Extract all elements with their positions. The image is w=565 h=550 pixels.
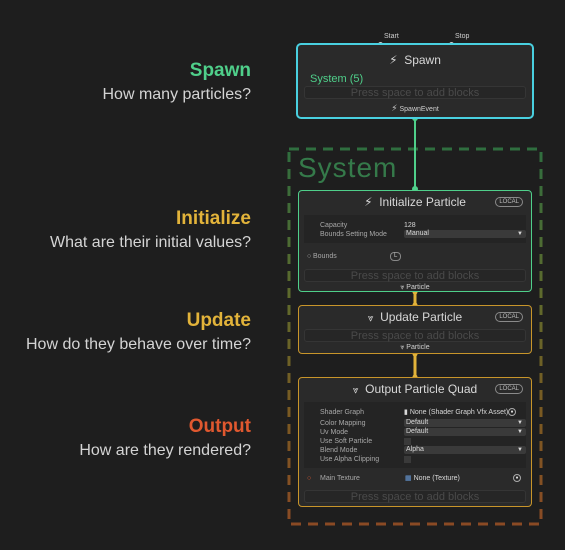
lightning-icon: ⚡︎ xyxy=(391,103,398,113)
capacity-row: Capacity 128 xyxy=(304,221,526,230)
stage-question: How many particles? xyxy=(102,86,252,103)
color-mapping-label: Color Mapping xyxy=(320,420,366,427)
shader-graph-label: Shader Graph xyxy=(320,409,364,416)
particle-out-port[interactable]: ⩔ Particle xyxy=(299,284,531,292)
stop-port-label: Stop xyxy=(455,33,470,40)
initialize-particle-node[interactable]: ⚡︎ Initialize Particle LOCAL Capacity 12… xyxy=(298,190,532,292)
alpha-clipping-label: Use Alpha Clipping xyxy=(320,456,380,463)
texture-icon: ▦ xyxy=(405,475,412,482)
color-mapping-row: Color Mapping Default ▼ xyxy=(304,419,526,428)
output-particle-quad-node[interactable]: ⩔ Output Particle Quad LOCAL Shader Grap… xyxy=(298,377,532,507)
spawn-event-port[interactable]: ⚡︎ SpawnEvent xyxy=(298,103,532,114)
particle-port-label: Particle xyxy=(406,284,430,291)
stage-update: Update How do they behave over time? xyxy=(26,310,251,356)
alpha-clipping-checkbox[interactable] xyxy=(404,456,411,463)
spawn-title-text: Spawn xyxy=(404,53,441,67)
particle-out-port[interactable]: ⩔ Particle xyxy=(299,344,531,352)
add-block-bar[interactable]: Press space to add blocks xyxy=(304,269,526,282)
add-block-bar[interactable]: Press space to add blocks xyxy=(304,329,526,342)
bounds-mode-label: Bounds Setting Mode xyxy=(320,231,387,238)
spawn-node[interactable]: ⚡︎ Spawn System (5) Press space to add b… xyxy=(296,43,534,119)
node-settings: Shader Graph ▮ None (Shader Graph Vfx As… xyxy=(304,402,526,468)
system-title: System xyxy=(298,152,398,183)
uv-mode-dropdown[interactable]: Default ▼ xyxy=(404,428,526,436)
node-title: Update Particle xyxy=(380,310,463,324)
particle-icon: ⩔ xyxy=(352,385,359,396)
shader-graph-row: Shader Graph ▮ None (Shader Graph Vfx As… xyxy=(304,408,526,419)
port-circle-icon[interactable]: ○ xyxy=(307,253,312,260)
local-badge[interactable]: LOCAL xyxy=(495,197,523,207)
document-icon: ▮ xyxy=(404,409,408,416)
update-particle-node[interactable]: ⩔ Update Particle LOCAL Press space to a… xyxy=(298,305,532,354)
uv-mode-value: Default xyxy=(406,428,429,435)
start-port-label: Start xyxy=(384,33,399,40)
shader-graph-value: None (Shader Graph Vfx Asset) xyxy=(409,409,509,416)
chevron-down-icon: ▼ xyxy=(517,231,523,237)
lightning-icon: ⚡︎ xyxy=(389,53,398,67)
shader-graph-field[interactable]: ▮ None (Shader Graph Vfx Asset) xyxy=(404,408,508,417)
spawn-system-label: System (5) xyxy=(310,73,364,85)
local-badge[interactable]: LOCAL xyxy=(495,384,523,394)
blend-mode-value: Alpha xyxy=(406,446,424,453)
stage-initialize: Initialize What are their initial values… xyxy=(50,208,251,254)
soft-particle-row: Use Soft Particle xyxy=(304,437,526,446)
stage-heading: Initialize xyxy=(176,208,251,229)
node-header: ⩔ Output Particle Quad LOCAL xyxy=(299,378,531,400)
color-mapping-value: Default xyxy=(406,419,429,426)
chevron-down-icon: ▼ xyxy=(517,420,523,426)
stage-heading: Output xyxy=(188,416,251,437)
node-title: Initialize Particle xyxy=(379,195,466,209)
stage-output: Output How are they rendered? xyxy=(79,416,251,462)
stage-question: What are their initial values? xyxy=(50,234,251,251)
soft-particle-label: Use Soft Particle xyxy=(320,438,373,445)
node-header: ⩔ Update Particle LOCAL xyxy=(299,306,531,328)
chevron-down-icon: ▼ xyxy=(517,447,523,453)
bounds-mode-row: Bounds Setting Mode Manual ▼ xyxy=(304,230,526,239)
capacity-label: Capacity xyxy=(320,222,348,229)
port-circle-icon[interactable]: ○ xyxy=(307,475,312,482)
spawn-event-label: SpawnEvent xyxy=(399,106,439,113)
main-texture-field[interactable]: ▦ None (Texture) xyxy=(405,474,460,483)
space-badge[interactable]: L xyxy=(390,252,402,261)
node-header: ⚡︎ Initialize Particle LOCAL xyxy=(299,191,531,213)
blend-mode-label: Blend Mode xyxy=(320,447,358,454)
node-settings: Capacity 128 Bounds Setting Mode Manual ▼ xyxy=(304,215,526,243)
lightning-icon: ⚡︎ xyxy=(364,195,373,209)
color-mapping-dropdown[interactable]: Default ▼ xyxy=(404,419,526,427)
main-texture-label: Main Texture xyxy=(320,475,360,482)
particle-icon: ⩔ xyxy=(367,313,374,324)
bounds-mode-dropdown[interactable]: Manual ▼ xyxy=(404,230,526,238)
object-picker-icon[interactable]: ● xyxy=(508,408,516,416)
add-block-bar[interactable]: Press space to add blocks xyxy=(304,86,526,99)
bounds-row: ○ Bounds L xyxy=(299,252,531,261)
bounds-label: Bounds xyxy=(313,253,337,260)
bounds-mode-value: Manual xyxy=(406,230,429,237)
blend-mode-dropdown[interactable]: Alpha ▼ xyxy=(404,446,526,454)
particle-port-label: Particle xyxy=(406,344,430,351)
particle-icon: ⩔ xyxy=(400,284,405,291)
uv-mode-label: Uv Mode xyxy=(320,429,349,436)
stage-question: How are they rendered? xyxy=(79,442,251,459)
spawn-node-title: ⚡︎ Spawn xyxy=(298,53,532,67)
main-texture-row: ○ Main Texture ▦ None (Texture) ● xyxy=(299,474,531,485)
object-picker-icon[interactable]: ● xyxy=(513,474,521,482)
stage-spawn: Spawn How many particles? xyxy=(103,60,252,106)
chevron-down-icon: ▼ xyxy=(517,429,523,435)
local-badge[interactable]: LOCAL xyxy=(495,312,523,322)
stage-question: How do they behave over time? xyxy=(25,336,251,353)
particle-icon: ⩔ xyxy=(400,344,405,351)
node-title: Output Particle Quad xyxy=(365,382,478,396)
stage-heading: Spawn xyxy=(189,60,251,81)
uv-mode-row: Uv Mode Default ▼ xyxy=(304,428,526,437)
stage-heading: Update xyxy=(186,310,251,331)
alpha-clipping-row: Use Alpha Clipping xyxy=(304,455,526,464)
add-block-bar[interactable]: Press space to add blocks xyxy=(304,490,526,503)
soft-particle-checkbox[interactable] xyxy=(404,438,411,445)
capacity-field[interactable]: 128 xyxy=(404,222,416,229)
blend-mode-row: Blend Mode Alpha ▼ xyxy=(304,446,526,455)
main-texture-value: None (Texture) xyxy=(413,475,460,482)
